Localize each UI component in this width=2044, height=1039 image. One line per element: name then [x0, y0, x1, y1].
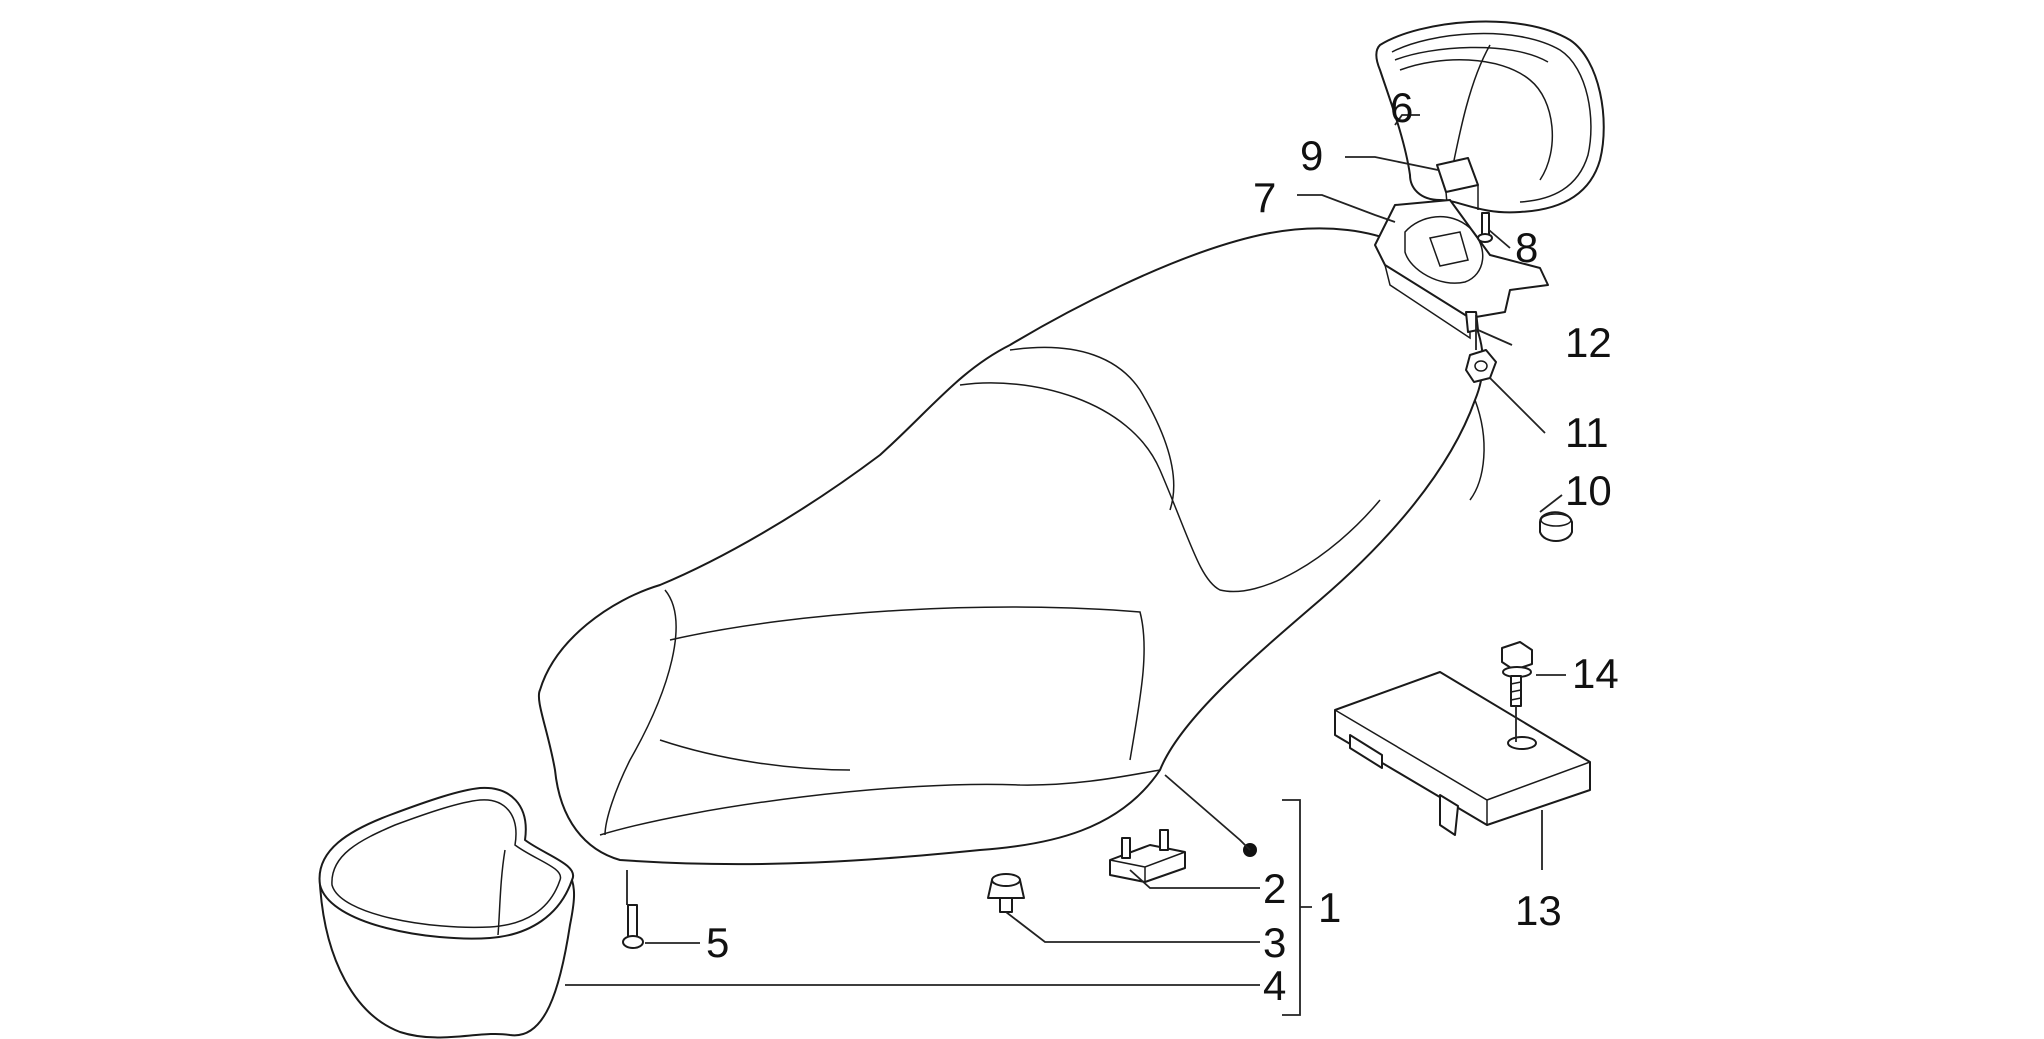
leader-12	[1477, 329, 1513, 346]
bolt-3	[987, 873, 1025, 913]
callout-8: 8	[1515, 224, 1538, 271]
leader-8	[1488, 229, 1511, 249]
leader-lines	[565, 114, 1566, 1016]
callout-13: 13	[1515, 887, 1562, 934]
cap-10-top	[1540, 513, 1572, 527]
bolt-14-thread	[1510, 681, 1522, 701]
nut-11-body	[1465, 349, 1497, 383]
seat-base-edge	[1469, 399, 1485, 501]
backrest-stitch-band	[1394, 46, 1549, 63]
screw-5	[622, 870, 644, 949]
callout-6: 6	[1390, 84, 1413, 131]
bracket-7-body	[1374, 199, 1549, 319]
bracket-2-edges	[1109, 851, 1186, 882]
bracket-2-stud-right	[1159, 829, 1169, 851]
bracket-2-stud-left	[1121, 837, 1131, 859]
leader-dot	[1164, 774, 1251, 851]
cover-13-tab	[1439, 794, 1459, 836]
seat-rider-panel	[604, 589, 1145, 836]
callout-9: 9	[1300, 132, 1323, 179]
seat	[537, 227, 1485, 866]
backrest-stitch-outer	[1391, 32, 1592, 203]
leader-10	[1539, 494, 1563, 513]
bolt-14	[1501, 641, 1533, 742]
bracket-7-recess	[1404, 215, 1484, 284]
callout-2: 2	[1263, 865, 1286, 912]
seat-outline	[537, 227, 1484, 866]
kit-bracket	[1282, 799, 1312, 1016]
bracket-2	[1109, 829, 1186, 883]
leader-3	[1005, 911, 1260, 943]
bolt-14-head	[1501, 641, 1533, 671]
callout-12: 12	[1565, 319, 1612, 366]
callout-numbers: 1 2 3 4 5 6 7 8 9 10 11 12 13 14	[706, 84, 1619, 1009]
cap-10	[1539, 511, 1573, 542]
leader-6	[1394, 114, 1420, 126]
bolt-3-shank	[999, 897, 1013, 913]
backrest-bracket	[1374, 199, 1549, 340]
callout-1: 1	[1318, 884, 1341, 931]
leader-2	[1129, 869, 1260, 889]
callout-14: 14	[1572, 650, 1619, 697]
cover-13-top	[1334, 671, 1591, 826]
screw-8	[1477, 212, 1493, 243]
callout-10: 10	[1565, 467, 1612, 514]
cover-13-hole	[1507, 736, 1537, 750]
screw-5-shank	[627, 904, 638, 940]
seat-passenger-panel	[959, 346, 1381, 593]
cover-13-lug	[1349, 734, 1383, 769]
storage-bucket	[318, 786, 576, 1039]
screw-8-head	[1477, 233, 1493, 243]
seat-front-rim	[599, 769, 1161, 836]
bolt-3-top	[991, 873, 1021, 887]
screw-5-head	[622, 935, 644, 949]
bucket-body	[319, 879, 576, 1039]
bucket-rim-inner	[331, 799, 562, 929]
leader-9	[1345, 156, 1439, 171]
cover-13-edges	[1334, 709, 1591, 825]
callout-3: 3	[1263, 919, 1286, 966]
callout-5: 5	[706, 919, 729, 966]
bucket-seam	[497, 849, 506, 936]
bucket-rim-outer	[318, 786, 575, 940]
nut-11-hole	[1474, 360, 1488, 372]
leader-11	[1489, 377, 1546, 434]
cover-13	[1334, 671, 1591, 836]
nut-11	[1465, 315, 1497, 383]
backrest-pad	[1375, 20, 1605, 214]
callout-7: 7	[1253, 174, 1276, 221]
leader-7	[1297, 194, 1396, 223]
callout-4: 4	[1263, 962, 1286, 1009]
backrest-outline	[1375, 20, 1605, 214]
callout-11: 11	[1565, 409, 1609, 456]
